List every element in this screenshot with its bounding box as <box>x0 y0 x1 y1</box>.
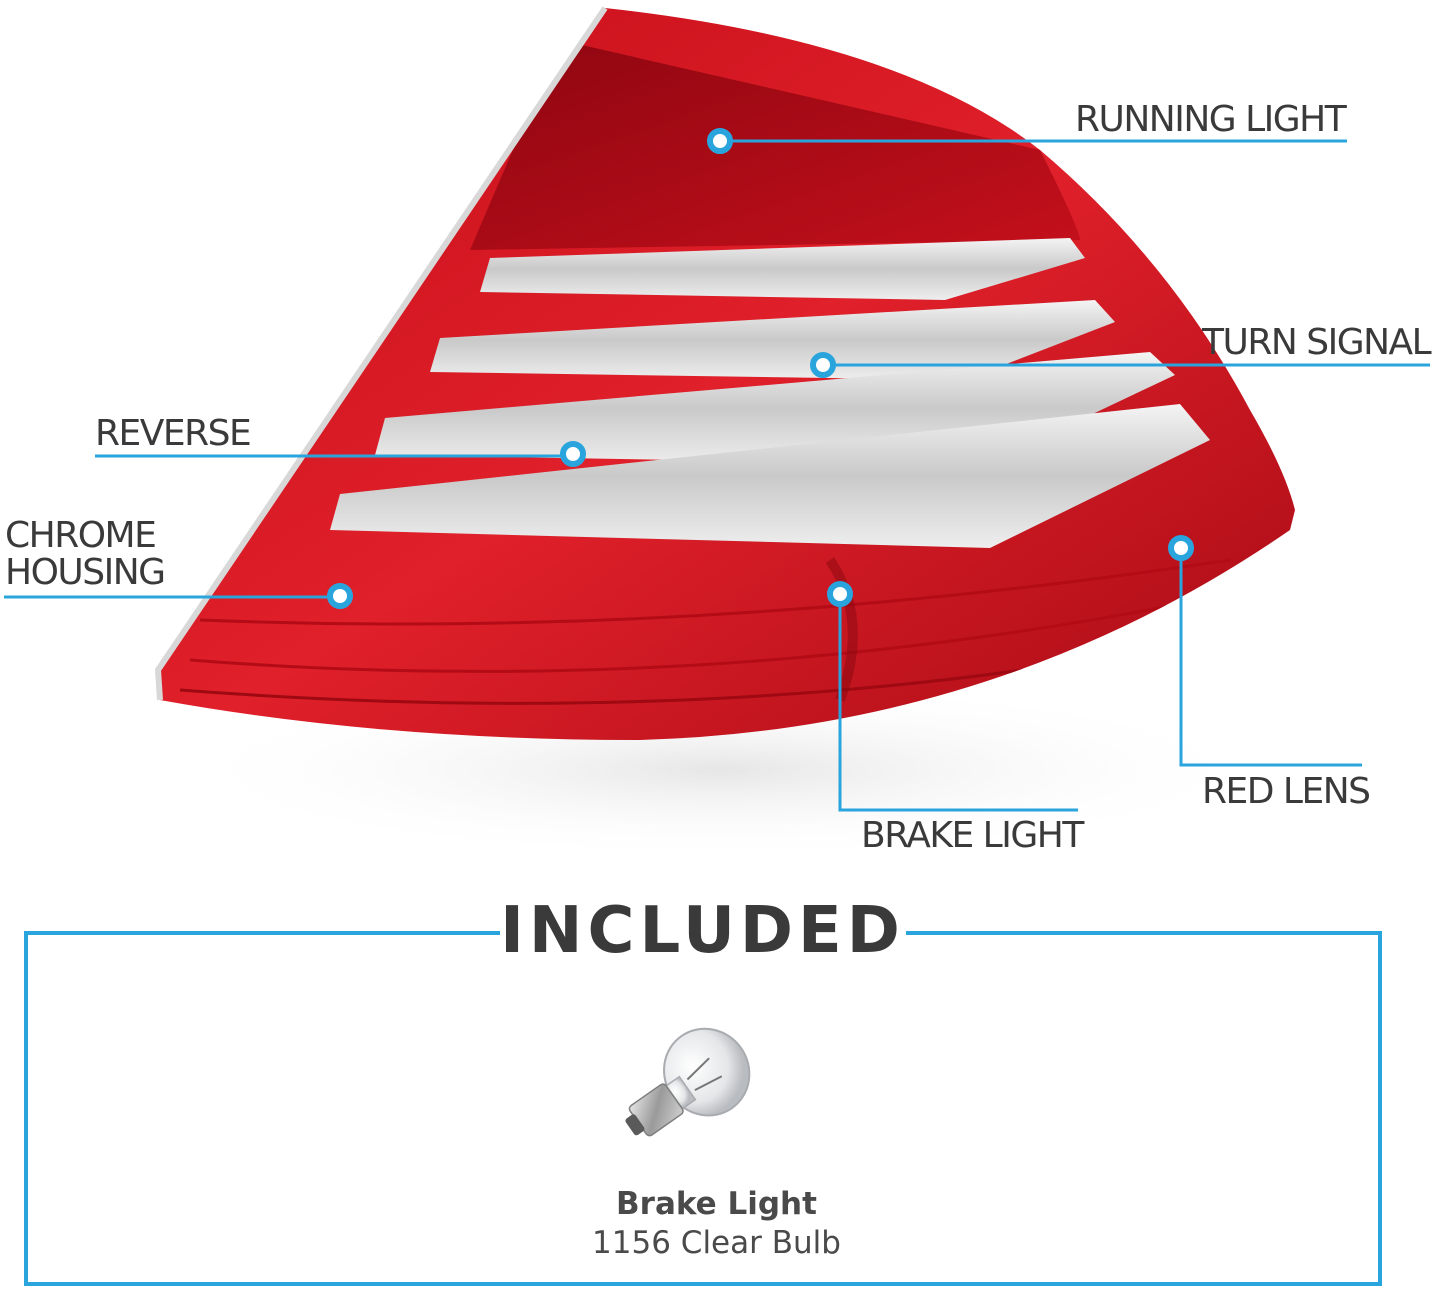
included-box <box>24 931 1382 1286</box>
chrome-housing-label-line1: CHROME <box>5 515 157 556</box>
included-border-left <box>24 931 500 935</box>
included-border-right <box>906 931 1382 935</box>
callout-lines <box>4 139 1430 812</box>
reverse-dot <box>560 441 586 467</box>
brake-light-label: BRAKE LIGHT <box>861 815 1084 856</box>
tail-light-diagram <box>4 6 1430 860</box>
brake-light-dot <box>827 581 853 607</box>
turn-signal-label: TURN SIGNAL <box>1202 322 1432 363</box>
included-item-name: Brake Light <box>616 1186 817 1222</box>
included-item-description: 1156 Clear Bulb <box>592 1225 841 1261</box>
chrome-housing-dot <box>327 583 353 609</box>
chrome-rim <box>154 6 608 701</box>
red-lens-label: RED LENS <box>1202 771 1371 812</box>
bulb-icon <box>625 1027 751 1137</box>
turn-signal-dot <box>810 352 836 378</box>
running-light-dot <box>707 128 733 154</box>
included-title: INCLUDED <box>500 894 905 968</box>
running-light-label: RUNNING LIGHT <box>1075 99 1347 140</box>
callout-dots <box>327 128 1194 609</box>
reverse-label: REVERSE <box>95 413 252 454</box>
chrome-housing-label-line2: HOUSING <box>5 552 166 593</box>
red-lens-dot <box>1168 535 1194 561</box>
